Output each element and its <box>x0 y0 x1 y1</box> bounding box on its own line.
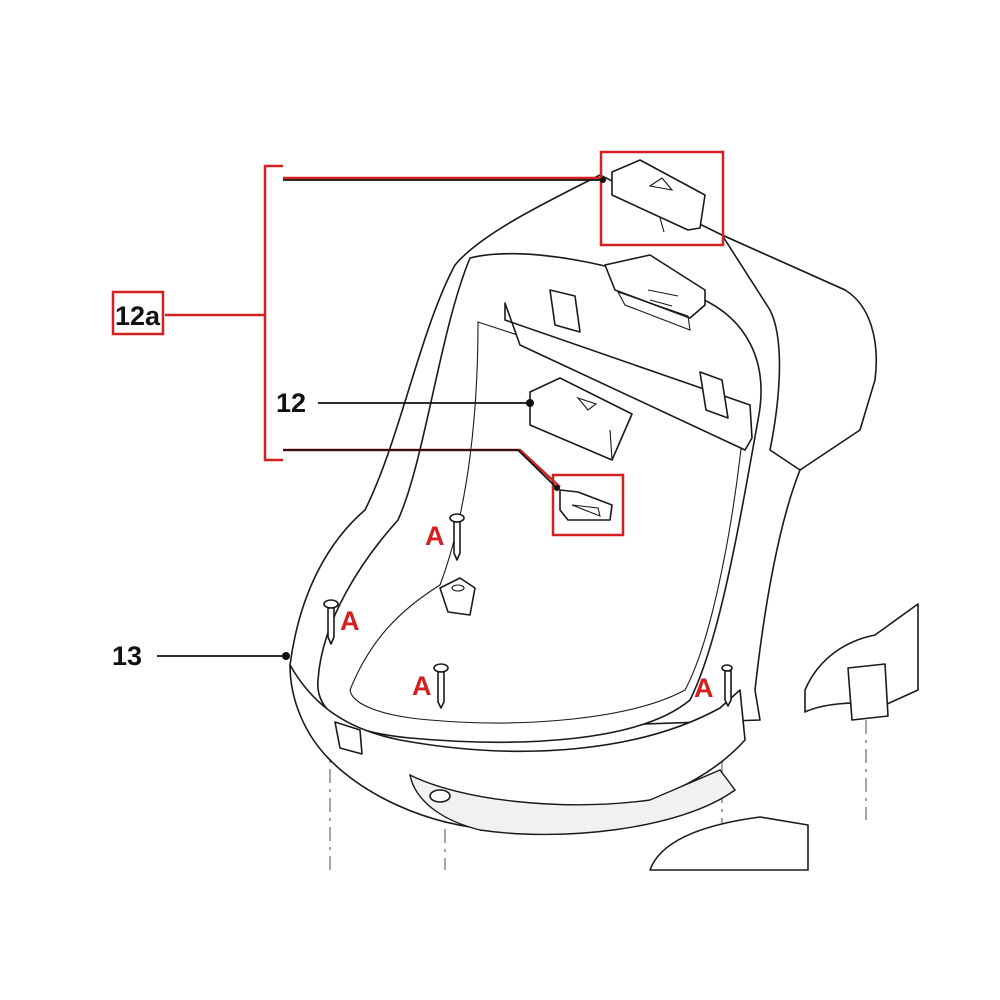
latch-base-block <box>604 254 706 319</box>
label-screw-upper: A <box>425 521 445 551</box>
label-screw-right: A <box>694 673 714 703</box>
latch-cover <box>611 159 706 233</box>
part-12-plate-body <box>529 377 633 461</box>
screw-left <box>323 599 339 645</box>
label-12: 12 <box>276 388 306 418</box>
housing-foot <box>429 789 451 803</box>
housing-bottom-bumper <box>409 769 736 836</box>
adjacent-panel-right <box>649 603 919 871</box>
label-screw-center: A <box>412 671 432 701</box>
screw-right <box>721 664 733 707</box>
latch-insert <box>559 489 613 521</box>
screw-boss-body <box>439 577 476 616</box>
screw-center <box>433 663 449 709</box>
highlight-boxes <box>111 150 725 537</box>
screws <box>323 513 733 709</box>
screw-upper <box>449 513 465 561</box>
adjacent-panel-lower <box>649 816 809 871</box>
adjacent-panel-upper <box>804 603 919 713</box>
housing-right-shell <box>721 234 878 471</box>
housing-part-13 <box>289 174 878 836</box>
mounting-tab-left <box>549 289 581 333</box>
housing-front-lip <box>289 664 746 831</box>
callouts: 12a 12 13 A A A A <box>112 301 714 703</box>
highlight-box-latch-cover <box>599 150 725 247</box>
leader-12-insert <box>283 449 558 489</box>
housing-inner-rail <box>504 302 753 451</box>
leader-lines <box>157 177 606 660</box>
mounting-tab-right <box>699 371 729 419</box>
label-13: 13 <box>112 641 142 671</box>
label-12a: 12a <box>115 301 161 331</box>
housing-front-tab <box>334 721 363 755</box>
highlight-box-label-12a <box>111 290 165 336</box>
mounting-tabs <box>549 289 729 419</box>
latch-base <box>604 254 706 331</box>
highlight-box-latch-insert <box>551 473 625 537</box>
adjacent-panel-clip <box>847 663 889 721</box>
screw-boss <box>439 577 476 616</box>
part-12-plate <box>529 377 633 461</box>
bracket-12a <box>263 164 283 462</box>
label-screw-left: A <box>340 606 360 636</box>
latch-cover-body <box>611 159 706 231</box>
